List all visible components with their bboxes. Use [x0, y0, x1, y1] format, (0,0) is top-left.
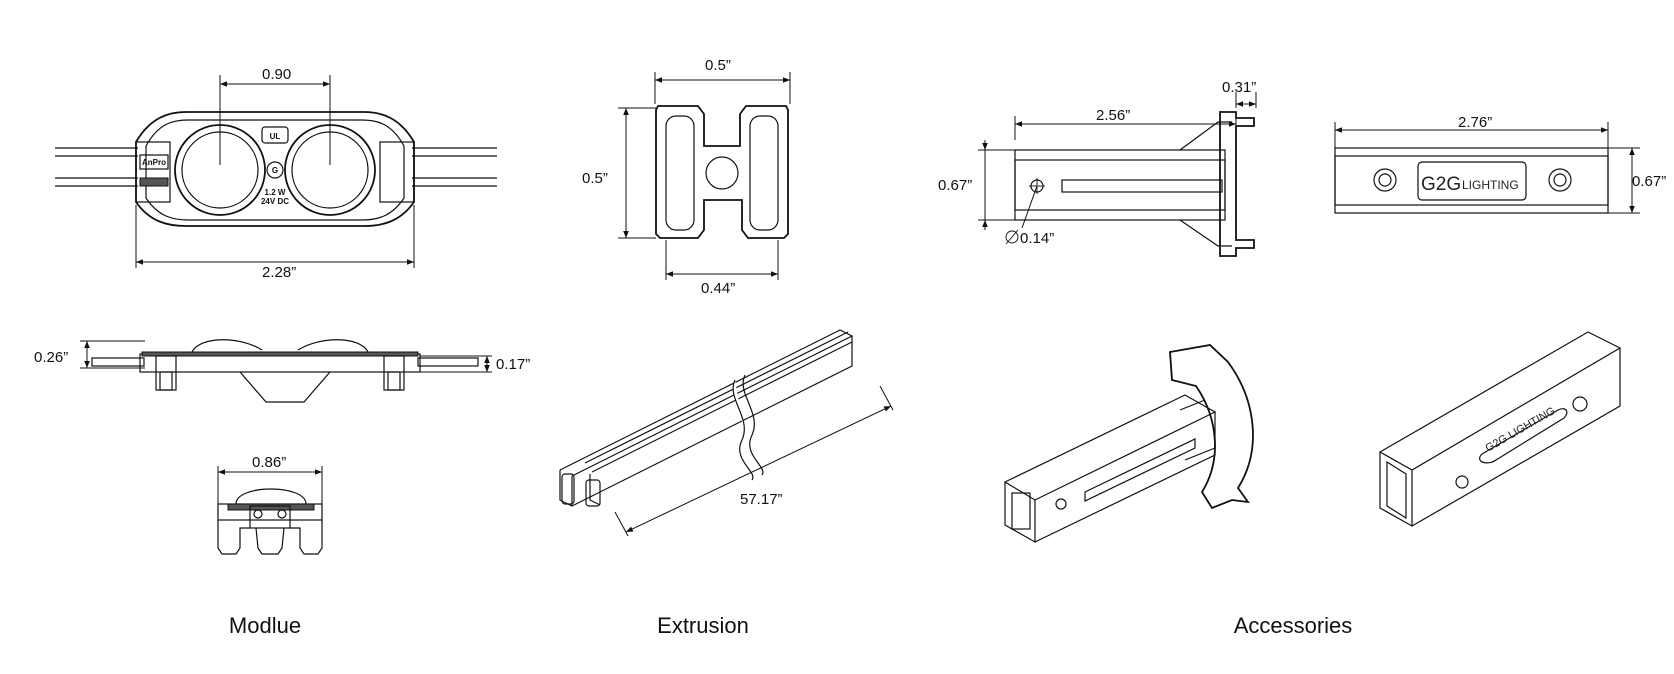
bracket-height-dim: 0.67” — [938, 177, 972, 194]
caption-module: Modlue — [229, 613, 301, 638]
bracket-side-view: 2.56” 0.31” 0.67” 0.14” — [938, 79, 1257, 257]
caption-accessories: Accessories — [1234, 613, 1353, 638]
connector-height-dim: 0.67” — [1632, 173, 1666, 190]
extrusion-height-dim: 0.5” — [582, 170, 608, 187]
module-length-dim: 2.28” — [262, 264, 296, 281]
extrusion-length-dim: 57.17” — [740, 491, 783, 508]
extrusion-end-view: 0.5” 0.5” 0.44” — [582, 57, 791, 297]
connector-side-view: 2.76” G2G LIGHTING 0.67” — [1334, 114, 1666, 214]
bracket-length-dim: 2.56” — [1096, 107, 1130, 124]
connector-logo-main: G2G — [1421, 174, 1461, 195]
caption-extrusion: Extrusion — [657, 613, 749, 638]
connector-length-dim: 2.76” — [1458, 114, 1492, 131]
module-brand-label: AnPro — [142, 158, 166, 167]
svg-text:UL: UL — [270, 132, 281, 141]
extrusion-width-bottom-dim: 0.44” — [701, 280, 735, 297]
module-base-height-dim: 0.17” — [496, 356, 530, 373]
module-side-height-dim: 0.26” — [34, 349, 68, 366]
module-power-label-2: 24V DC — [261, 197, 289, 206]
bracket-hole-dim: 0.14” — [1020, 230, 1054, 247]
module-top-view: UL G 1.2 W 24V DC AnPro 0.90 2.28” — [55, 66, 497, 281]
svg-text:G: G — [272, 166, 278, 175]
module-end-width-dim: 0.86” — [252, 454, 286, 471]
module-side-view: 0.26” 0.17” — [34, 339, 530, 403]
connector-logo-sub: LIGHTING — [1462, 178, 1519, 192]
bracket-iso-view — [1003, 344, 1254, 544]
module-end-view: 0.86” — [217, 454, 323, 555]
bracket-flange-dim: 0.31” — [1222, 79, 1256, 96]
svg-text:G2G LIGHTING: G2G LIGHTING — [1484, 405, 1558, 455]
module-power-label-1: 1.2 W — [265, 188, 286, 197]
connector-iso-view: G2G LIGHTING — [1378, 331, 1622, 528]
extrusion-iso-view: 57.17” — [559, 329, 894, 537]
extrusion-width-top-dim: 0.5” — [705, 57, 731, 74]
module-lens-spacing-dim: 0.90 — [262, 66, 291, 83]
